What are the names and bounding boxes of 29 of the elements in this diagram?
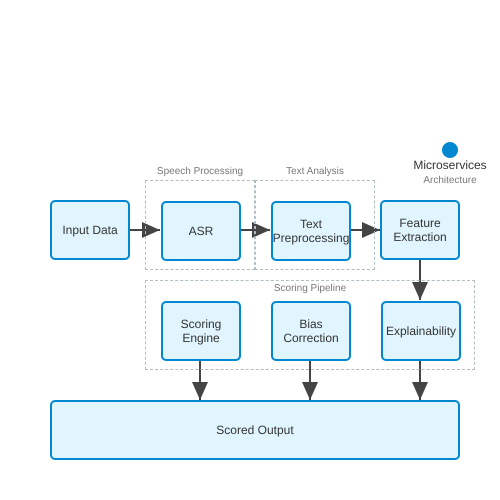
process-box — [380, 200, 460, 260]
node-label: Feature Extraction — [392, 216, 448, 244]
arrow — [130, 222, 160, 238]
arrow — [412, 360, 428, 400]
node-label: Text Preprocessing — [272, 216, 350, 246]
node-label: Scoring Engine — [180, 316, 222, 346]
process-box — [161, 201, 241, 261]
node-label: Input Data — [61, 222, 119, 238]
group-label: Speech Processing — [156, 166, 244, 177]
process-box — [381, 301, 461, 361]
process-box — [50, 200, 130, 260]
arrow — [240, 222, 270, 238]
arrow — [302, 360, 318, 400]
arrow — [350, 222, 380, 238]
node-label: Bias Correction — [282, 316, 340, 346]
group-box — [145, 280, 475, 370]
arrow — [192, 360, 208, 400]
process-box — [161, 301, 241, 361]
annotation-text: Architecture — [422, 175, 478, 186]
process-box — [271, 301, 351, 361]
arrow — [412, 260, 428, 300]
node-label: Scored Output — [215, 422, 295, 438]
node-label: Explainability — [384, 324, 458, 338]
process-box — [271, 201, 351, 261]
annotation-text: Microservices — [412, 158, 488, 172]
group-label: Text Analysis — [285, 166, 345, 177]
group-label: Scoring Pipeline — [272, 283, 348, 294]
process-box — [50, 400, 460, 460]
node-label: ASR — [188, 224, 214, 238]
